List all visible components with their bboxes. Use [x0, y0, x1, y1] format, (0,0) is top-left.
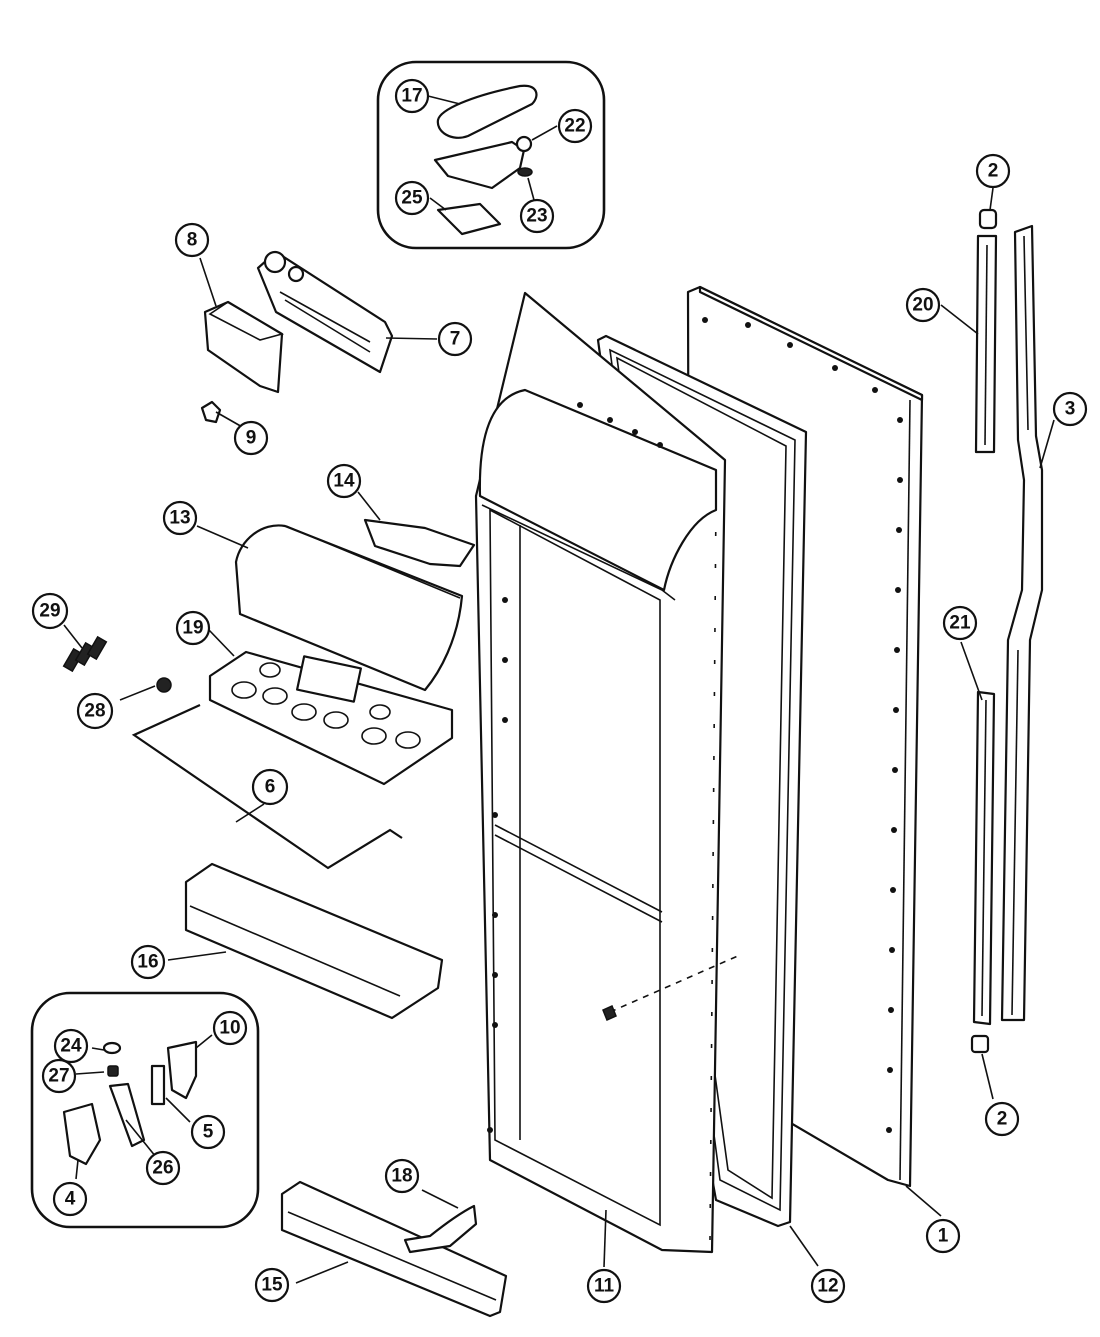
callout-10: 10	[212, 1010, 248, 1046]
bottom-hinge	[166, 1040, 198, 1100]
door-liner	[474, 291, 741, 1254]
callout-9: 9	[233, 420, 269, 456]
svg-text:15: 15	[261, 1275, 283, 1296]
callout-22: 22	[557, 108, 593, 144]
callout-27: 27	[41, 1058, 77, 1094]
callout-13: 13	[162, 500, 198, 536]
svg-text:2: 2	[988, 161, 999, 182]
svg-text:7: 7	[450, 329, 461, 350]
svg-text:23: 23	[526, 206, 547, 227]
hinge-inset-bottom	[30, 991, 260, 1229]
callout-19: 19	[175, 610, 211, 646]
lower-end-cap	[970, 1034, 990, 1054]
nut	[156, 677, 172, 693]
svg-text:16: 16	[137, 952, 158, 973]
svg-text:9: 9	[246, 428, 257, 449]
svg-text:2: 2	[997, 1109, 1008, 1130]
upper-hinge	[256, 250, 394, 374]
callout-2-bottom: 2	[984, 1101, 1020, 1137]
hinge-shim	[436, 202, 502, 236]
callout-8: 8	[174, 222, 210, 258]
hinge-clip	[200, 400, 222, 424]
hinge-block	[203, 300, 285, 394]
upper-end-cap	[978, 208, 998, 230]
bottom-washer	[102, 1041, 122, 1055]
hinge-bracket	[150, 1064, 166, 1106]
svg-text:20: 20	[912, 295, 933, 316]
leader-lines	[63, 95, 1055, 1284]
callout-3: 3	[1052, 391, 1088, 427]
screw-pack	[62, 635, 108, 673]
callout-12: 12	[810, 1268, 846, 1304]
wire-rod	[131, 703, 403, 870]
small-shelf-tray	[363, 518, 476, 568]
callout-15: 15	[254, 1267, 290, 1303]
callout-4: 4	[52, 1181, 88, 1217]
svg-text:5: 5	[203, 1122, 214, 1143]
callout-6: 6	[251, 768, 289, 806]
svg-text:13: 13	[169, 508, 190, 529]
callout-18: 18	[384, 1158, 420, 1194]
svg-text:1: 1	[938, 1226, 949, 1247]
door-bin-large	[184, 862, 444, 1020]
svg-text:25: 25	[401, 188, 423, 209]
door-handle	[1000, 224, 1044, 1022]
callout-23: 23	[519, 198, 555, 234]
callout-29: 29	[31, 592, 69, 630]
callout-17: 17	[394, 78, 430, 114]
svg-text:18: 18	[391, 1166, 412, 1187]
callout-25: 25	[394, 180, 430, 216]
upper-handle-strip	[974, 234, 998, 454]
hinge-inset-top	[376, 60, 606, 250]
callout-7: 7	[437, 321, 473, 357]
hinge-cover	[436, 84, 538, 139]
svg-text:11: 11	[594, 1276, 615, 1297]
hinge-pin	[515, 135, 533, 153]
svg-text:29: 29	[39, 601, 60, 622]
svg-text:19: 19	[182, 618, 203, 639]
svg-text:17: 17	[401, 86, 422, 107]
svg-text:8: 8	[187, 230, 198, 251]
door-bin-small	[280, 1180, 508, 1318]
callout-24: 24	[53, 1028, 89, 1064]
svg-text:24: 24	[60, 1036, 82, 1057]
svg-text:14: 14	[333, 471, 355, 492]
lower-handle-strip	[972, 690, 996, 1026]
callout-21: 21	[942, 605, 978, 641]
svg-text:26: 26	[152, 1158, 173, 1179]
callout-2-top: 2	[975, 153, 1011, 189]
svg-text:6: 6	[265, 777, 276, 798]
cam-block	[62, 1102, 102, 1166]
svg-text:4: 4	[65, 1189, 76, 1210]
hinge-plate	[433, 140, 526, 190]
callout-16: 16	[130, 944, 166, 980]
callout-26: 26	[145, 1150, 181, 1186]
svg-text:3: 3	[1065, 399, 1076, 420]
svg-text:22: 22	[564, 116, 585, 137]
callout-1: 1	[925, 1218, 961, 1254]
bottom-bushing	[107, 1065, 119, 1077]
callout-20: 20	[905, 287, 941, 323]
svg-text:21: 21	[949, 613, 971, 634]
svg-text:27: 27	[48, 1066, 69, 1087]
bin-end-cap	[403, 1204, 478, 1254]
callout-28: 28	[76, 692, 114, 730]
hinge-washer	[517, 167, 533, 177]
callout-11: 11	[586, 1268, 622, 1304]
svg-text:10: 10	[219, 1018, 240, 1039]
callout-5: 5	[190, 1114, 226, 1150]
egg-tray	[208, 650, 454, 786]
dairy-cover	[234, 524, 464, 692]
callout-14: 14	[326, 463, 362, 499]
svg-text:28: 28	[84, 701, 105, 722]
svg-text:12: 12	[817, 1276, 838, 1297]
